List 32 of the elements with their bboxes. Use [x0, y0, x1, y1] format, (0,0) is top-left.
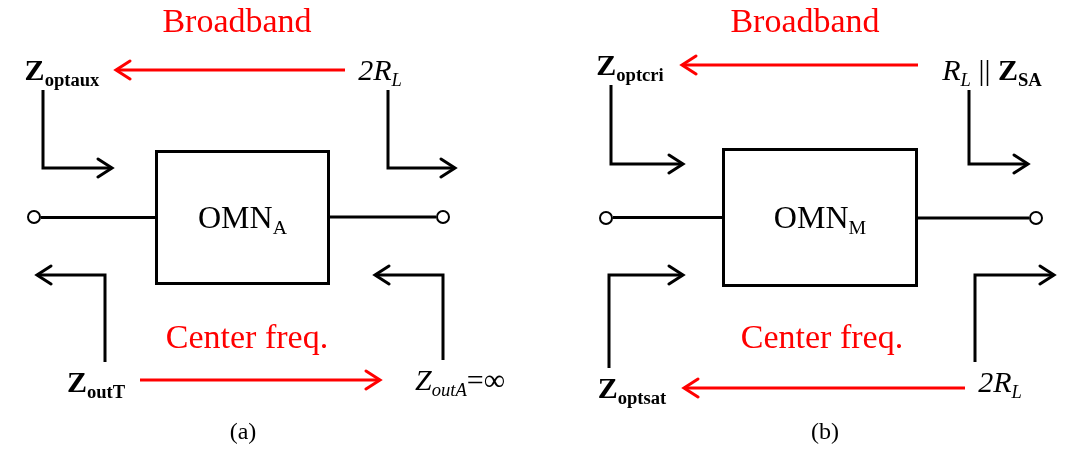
impedance-label: Z$_{optcri}$	[578, 45, 682, 85]
wire-line	[918, 216, 1029, 220]
arrow	[680, 54, 918, 76]
network-block: OMN$_{A}$	[155, 150, 330, 285]
impedance-label: Z$_{outT}$	[52, 362, 140, 402]
arrow	[35, 264, 107, 362]
terminal-circle	[1029, 211, 1043, 225]
impedance-label: Z$_{optsat}$	[580, 368, 684, 408]
network-block: OMN$_{M}$	[722, 148, 918, 287]
arrow	[609, 85, 685, 175]
arrow	[140, 369, 382, 391]
impedance-label: 2R$_{L}$	[965, 362, 1035, 402]
arrow	[973, 264, 1056, 362]
arrow	[607, 264, 685, 368]
terminal-circle	[27, 210, 41, 224]
impedance-label: 2R$_{L}$	[345, 50, 415, 90]
panel-label: (b)	[811, 418, 839, 445]
wire-line	[613, 216, 722, 219]
wire-line	[330, 215, 436, 219]
arrow	[682, 377, 965, 399]
arrow	[386, 90, 457, 179]
arrow	[41, 90, 114, 179]
panel-label: (a)	[229, 418, 257, 445]
arrow	[967, 90, 1030, 175]
impedance-label: Z$_{outA}$=∞	[380, 360, 540, 400]
wire-line	[41, 216, 155, 219]
impedance-label: Z$_{optaux}$	[8, 50, 116, 90]
arrow	[114, 59, 345, 81]
terminal-circle	[436, 210, 450, 224]
terminal-circle	[599, 211, 613, 225]
impedance-label: R$_{L}$ || Z$_{SA}$	[918, 50, 1066, 90]
arrow	[373, 264, 445, 360]
